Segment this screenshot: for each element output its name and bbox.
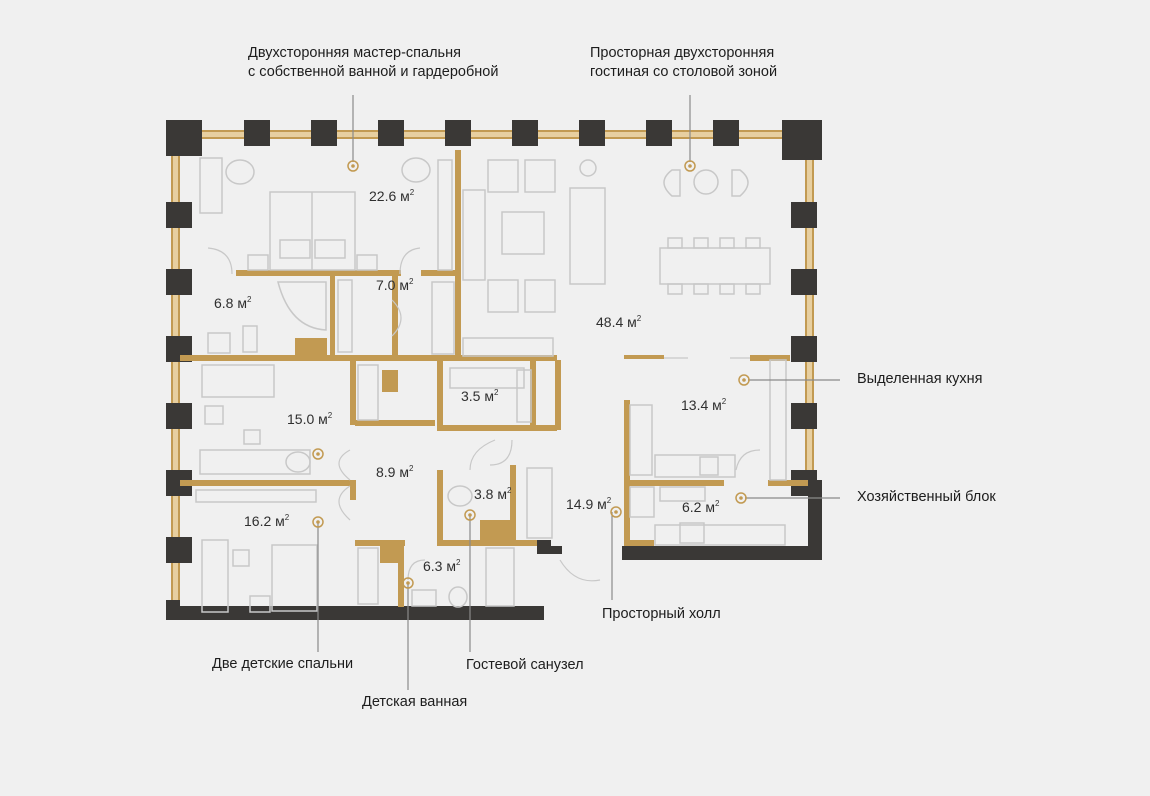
facade-column <box>713 120 739 146</box>
door-swings <box>207 247 761 582</box>
facade-column <box>166 202 192 228</box>
facade-column <box>782 120 822 160</box>
facade-column <box>378 120 404 146</box>
callout-lines <box>317 95 840 690</box>
callout-kids-bedrooms: Две детские спальни <box>212 656 354 672</box>
callout-master-bedroom: Двухсторонняя мастер-спальня с собственн… <box>248 45 499 80</box>
area-bedroom-2: 16.2 м2 <box>244 513 290 529</box>
facade-column <box>445 120 471 146</box>
facade-column <box>166 537 192 563</box>
facade-column <box>791 403 817 429</box>
area-closet: 3.5 м2 <box>461 388 499 404</box>
area-kitchen: 13.4 м2 <box>681 397 727 413</box>
area-utility: 6.2 м2 <box>682 499 720 515</box>
facade-column <box>646 120 672 146</box>
furniture <box>195 157 787 613</box>
callout-markers <box>312 160 750 589</box>
interior-walls <box>180 150 808 607</box>
facade-column <box>166 269 192 295</box>
facade-column <box>791 269 817 295</box>
facade-column <box>791 202 817 228</box>
area-bedroom-1: 15.0 м2 <box>287 411 333 427</box>
area-hall: 14.9 м2 <box>566 496 612 512</box>
facade-column <box>512 120 538 146</box>
callout-utility: Хозяйственный блок <box>857 489 996 505</box>
callout-kitchen: Выделенная кухня <box>857 371 983 387</box>
facade-column <box>791 336 817 362</box>
callout-living-room: Просторная двухсторонняя гостиная со сто… <box>590 45 778 80</box>
area-kids-bath: 6.3 м2 <box>423 558 461 574</box>
area-master-wardrobe: 7.0 м2 <box>376 277 414 293</box>
area-guest-wc: 3.8 м2 <box>474 486 512 502</box>
area-master-bath: 6.8 м2 <box>214 295 252 311</box>
facade-columns <box>166 120 822 563</box>
facade-column <box>166 120 202 156</box>
outer-walls <box>166 480 822 620</box>
area-master-bedroom: 22.6 м2 <box>369 188 415 204</box>
area-living: 48.4 м2 <box>596 314 642 330</box>
desk-outline <box>199 157 223 214</box>
callout-hall: Просторный холл <box>602 606 721 622</box>
facade-column <box>244 120 270 146</box>
callout-guest-bathroom: Гостевой санузел <box>466 657 584 673</box>
facade-column <box>579 120 605 146</box>
facade-column <box>166 403 192 429</box>
callout-kids-bathroom: Детская ванная <box>362 694 468 710</box>
area-corridor: 8.9 м2 <box>376 464 414 480</box>
facade-column <box>311 120 337 146</box>
